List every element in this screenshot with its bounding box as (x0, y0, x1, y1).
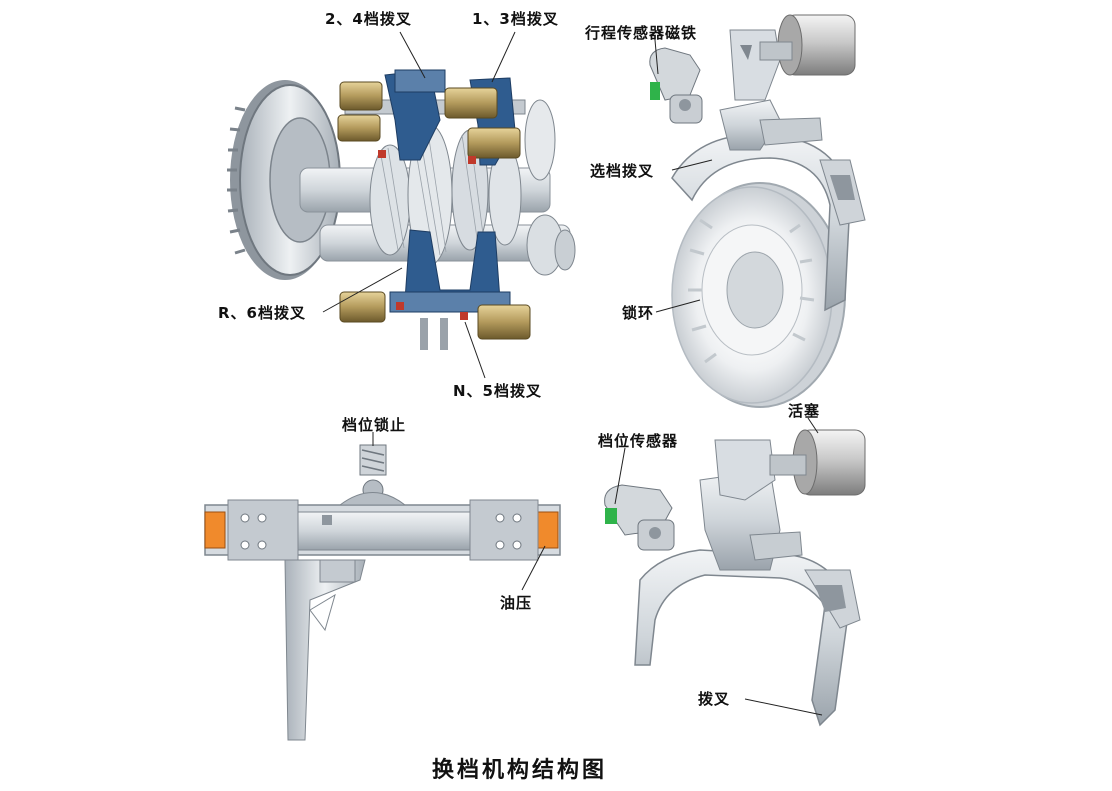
transmission-assembly-illustration (227, 69, 576, 350)
label-shift-fork: 拨叉 (698, 690, 731, 708)
detent-cross-section-illustration (204, 444, 561, 741)
label-piston: 活塞 (788, 402, 821, 420)
label-gear-sensor: 档位传感器 (598, 432, 679, 450)
sensor-fork-illustration (604, 429, 866, 727)
figure-caption: 换档机构结构图 (432, 757, 608, 783)
label-oil-pressure: 油压 (500, 594, 533, 612)
label-select-fork: 选档拨叉 (590, 162, 655, 180)
select-fork-illustration (649, 14, 866, 408)
label-fork-24: 2、4档拨叉 (325, 10, 412, 28)
label-fork-n5: N、5档拨叉 (453, 382, 542, 400)
label-lock-ring: 锁环 (622, 304, 655, 322)
leader-lines (322, 31, 823, 716)
label-fork-13: 1、3档拨叉 (472, 10, 559, 28)
label-travel-sensor-magnet: 行程传感器磁铁 (585, 24, 698, 42)
label-fork-r6: R、6档拨叉 (218, 304, 306, 322)
label-detent-lock: 档位锁止 (342, 416, 407, 434)
